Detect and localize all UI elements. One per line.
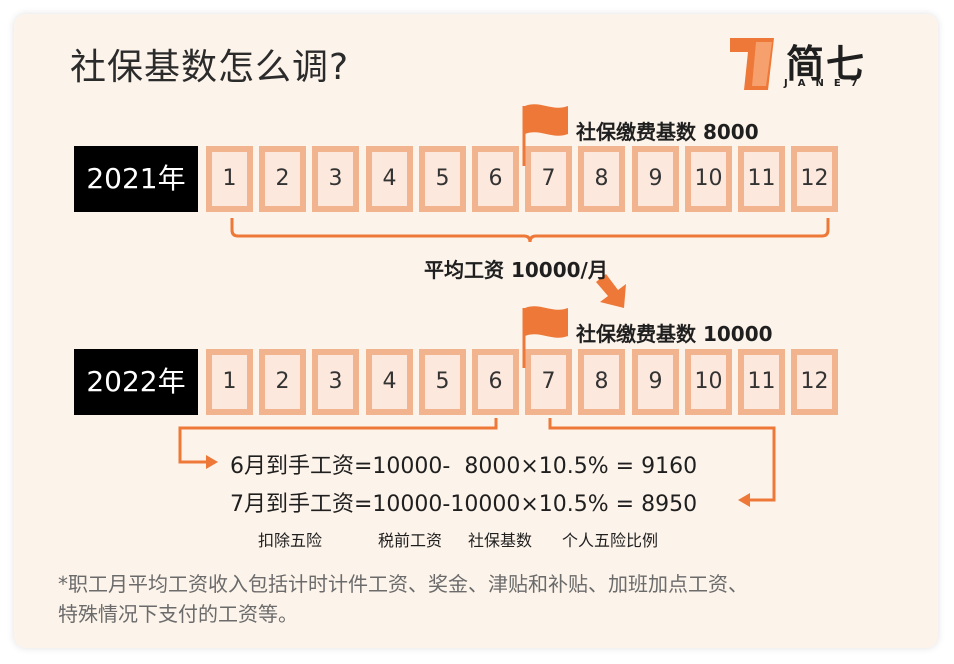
month-number: 6 — [478, 355, 513, 409]
footnote-line-1: *职工月平均工资收入包括计时计件工资、奖金、津贴和补贴、加班加点工资、 — [58, 572, 748, 596]
arrow-right-icon — [206, 455, 218, 469]
month-cell: 10 — [685, 146, 732, 212]
month-number: 3 — [318, 355, 353, 409]
sub-label-base: 社保基数 — [468, 531, 533, 550]
arrow-left-icon — [738, 493, 750, 507]
june-connector — [178, 418, 498, 464]
flag-label-2022: 社保缴费基数 10000 — [576, 322, 773, 346]
flag-icon — [522, 306, 568, 368]
average-salary-label: 平均工资 10000/月 — [424, 258, 608, 282]
month-cell: 8 — [578, 146, 625, 212]
month-number: 8 — [584, 152, 619, 206]
month-number: 8 — [584, 355, 619, 409]
june-formula: 6月到手工资=10000- 8000×10.5% = 9160 — [230, 454, 698, 479]
month-cell: 8 — [578, 349, 625, 415]
month-cell: 5 — [419, 146, 466, 212]
month-cell: 11 — [738, 349, 785, 415]
month-cell: 1 — [206, 349, 253, 415]
month-cell: 2 — [259, 146, 306, 212]
month-cell: 11 — [738, 146, 785, 212]
month-cell: 2 — [259, 349, 306, 415]
month-cell: 5 — [419, 349, 466, 415]
month-number: 2 — [265, 355, 300, 409]
average-brace — [230, 218, 830, 243]
month-number: 1 — [212, 355, 247, 409]
month-number: 10 — [691, 355, 726, 409]
month-number: 7 — [531, 152, 566, 206]
month-number: 10 — [691, 152, 726, 206]
year-label-2021: 2021年 — [74, 146, 198, 212]
month-cell: 4 — [366, 349, 413, 415]
month-cell: 7 — [525, 349, 572, 415]
month-cell: 6 — [472, 349, 519, 415]
month-cell: 12 — [791, 349, 838, 415]
month-number: 4 — [372, 152, 407, 206]
sub-label-deduct: 扣除五险 — [258, 531, 323, 550]
month-cell: 3 — [312, 349, 359, 415]
month-number: 7 — [531, 355, 566, 409]
month-number: 12 — [797, 152, 832, 206]
month-number: 6 — [478, 152, 513, 206]
month-cell: 7 — [525, 146, 572, 212]
jane7-logo-icon — [730, 38, 774, 90]
month-number: 9 — [638, 355, 673, 409]
month-number: 12 — [797, 355, 832, 409]
july-formula: 7月到手工资=10000-10000×10.5% = 8950 — [230, 492, 698, 517]
page-title: 社保基数怎么调? — [70, 47, 350, 88]
month-cell: 9 — [632, 349, 679, 415]
month-number: 5 — [425, 152, 460, 206]
sub-label-pretax: 税前工资 — [378, 531, 443, 550]
year-label-2022: 2022年 — [74, 349, 198, 415]
month-number: 2 — [265, 152, 300, 206]
month-number: 3 — [318, 152, 353, 206]
arrow-down-icon — [596, 274, 626, 308]
logo-subtext: JANE7 — [784, 78, 868, 89]
july-connector — [548, 418, 776, 502]
month-number: 1 — [212, 152, 247, 206]
flag-label-2021: 社保缴费基数 8000 — [576, 120, 759, 144]
month-cell: 6 — [472, 146, 519, 212]
month-number: 4 — [372, 355, 407, 409]
sub-label-ratio: 个人五险比例 — [562, 531, 659, 550]
month-number: 5 — [425, 355, 460, 409]
month-number: 11 — [744, 355, 779, 409]
month-number: 11 — [744, 152, 779, 206]
flag-icon — [522, 104, 568, 166]
month-cell: 3 — [312, 146, 359, 212]
month-cell: 9 — [632, 146, 679, 212]
month-cell: 10 — [685, 349, 732, 415]
footnote-line-2: 特殊情况下支付的工资等。 — [58, 602, 298, 626]
diagram-card — [14, 14, 938, 648]
logo-text: 简七 — [786, 42, 867, 86]
month-cell: 4 — [366, 146, 413, 212]
month-cell: 12 — [791, 146, 838, 212]
month-cell: 1 — [206, 146, 253, 212]
month-number: 9 — [638, 152, 673, 206]
